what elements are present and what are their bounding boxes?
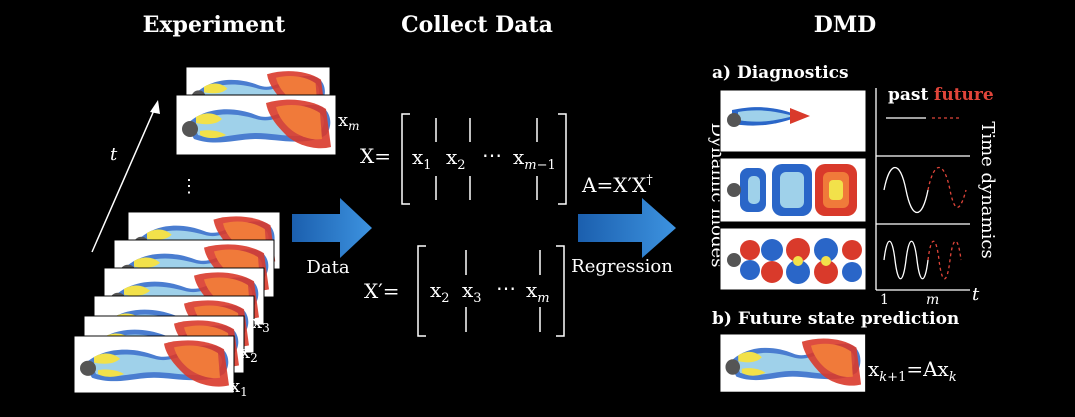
future-label: future: [934, 85, 994, 105]
snapshot-ellipsis: ⋮: [180, 176, 198, 197]
a-formula: A=X′X†: [581, 173, 653, 197]
header-collect-data: Collect Data: [401, 12, 553, 38]
snapshot-stack: [73, 211, 281, 394]
matrix-xp-brackets: [417, 245, 565, 337]
label-xm: xm: [338, 110, 360, 133]
matrix-x-col1: x1: [412, 145, 432, 173]
time-label: t: [110, 144, 118, 165]
matrix-xp-lhs: X′=: [364, 279, 400, 303]
snapshot-x1: [73, 335, 235, 394]
matrix-x-col-m1: xm−1: [513, 145, 556, 173]
future-dynamics: [927, 117, 967, 280]
regression-label: Regression: [571, 256, 673, 277]
tick-m: m: [926, 292, 939, 308]
mode-1: [719, 89, 867, 153]
header-experiment: Experiment: [143, 12, 286, 38]
matrix-xp-col1: x2: [430, 278, 450, 306]
matrix-x-ellipsis: ⋯: [482, 143, 502, 167]
time-dynamics-label: Time dynamics: [977, 121, 998, 258]
label-x2: x2: [240, 342, 258, 365]
header-dmd: DMD: [814, 12, 877, 38]
time-arrow: [91, 100, 160, 253]
time-dynamics-panel: [875, 88, 970, 291]
matrix-x-col2: x2: [446, 145, 466, 173]
diagnostics-title: a) Diagnostics: [712, 63, 849, 83]
tick-1: 1: [880, 292, 889, 308]
matrix-xp-col-m: xm: [526, 278, 550, 306]
snapshot-xm: [175, 94, 337, 156]
matrix-xp-col2: x3: [462, 278, 482, 306]
data-label: Data: [306, 257, 349, 278]
label-x1-text: 1: [240, 385, 248, 399]
mode-3: [719, 227, 867, 291]
label-x1: x1: [230, 376, 248, 399]
label-x3: x3: [252, 312, 270, 335]
mode-2: [719, 157, 867, 223]
tick-t: t: [972, 284, 980, 305]
prediction-snapshot: [719, 333, 867, 393]
regression-arrow: [578, 198, 676, 258]
prediction-equation: xk+1=Axk: [868, 357, 957, 385]
matrix-x-lhs: X=: [360, 144, 391, 168]
data-arrow: [292, 198, 372, 258]
matrix-x-brackets: [401, 113, 567, 205]
past-label: past: [888, 85, 928, 105]
prediction-title: b) Future state prediction: [712, 309, 959, 329]
matrix-xp-ellipsis: ⋯: [496, 276, 516, 300]
